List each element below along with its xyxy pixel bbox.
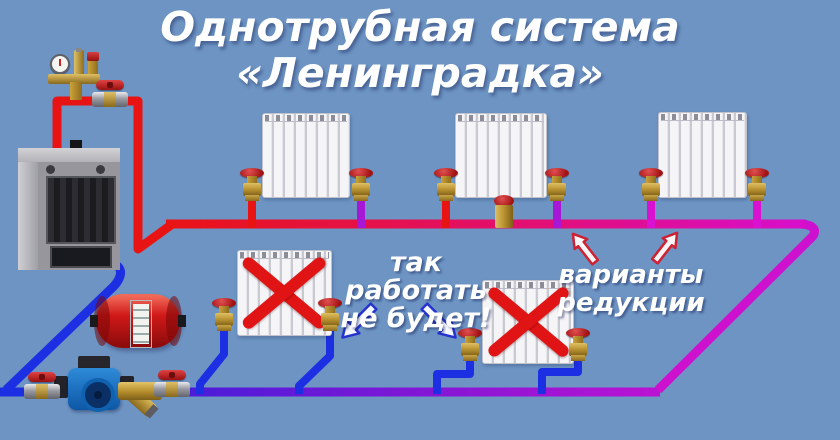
valve-lever-icon [28,372,56,382]
radiator-3-valve-right [744,168,770,202]
blue-arrow-icon [341,302,378,339]
boiler-cap-icon [96,165,105,174]
wrong-pipe-radB-left [433,360,474,394]
air-vent-icon [74,48,84,76]
return-ball-valve-2 [154,370,190,400]
radiator-wrong-b-valve-left [457,328,483,362]
radiator-2-valve-right [544,168,570,202]
radiator-1-valve-right [348,168,374,202]
radiator-wrong-a [237,250,332,336]
red-arrow-icon [571,232,600,266]
note-reduction-options: варианты редукции [557,260,705,318]
valve-knob-icon [494,195,514,207]
radiator-3-valve-left [638,168,664,202]
radiator-2-valve-left [433,168,459,202]
solid-fuel-boiler [18,140,120,270]
circulation-pump [54,352,134,412]
boiler-supply-pipe [52,96,174,254]
bypass-balancing-valve [489,195,519,231]
boiler-ash-hatch [50,246,112,268]
boiler-door [46,176,116,244]
supply-ball-valve [92,80,128,110]
tank-label [130,300,152,348]
valve-lever-icon [96,80,124,90]
radiator-2 [455,113,547,198]
red-arrow-icon [650,231,679,265]
radiator-wrong-a-valve-left [211,298,237,332]
title-line2: «Ленинградка» [236,49,604,97]
wrong-pipe-radA-right [295,330,334,394]
radiator-3 [658,112,747,198]
radiator-wrong-b [482,280,574,364]
y-strainer-filter [118,378,166,422]
radiator-wrong-a-valve-right [317,298,343,332]
radiator-1 [262,113,350,198]
pressure-gauge-icon [50,54,70,74]
wrong-pipe-radB-right [538,360,582,394]
title-line1: Однотрубная система [160,3,680,51]
radiator-1-valve-left [239,168,265,202]
expansion-tank [90,294,186,348]
wrong-pipe-radA-left [196,330,228,394]
pump-face-icon [81,378,115,412]
boiler-cap-icon [46,165,55,174]
valve-lever-icon [158,370,186,380]
boiler-safety-group [48,48,104,104]
relief-valve-icon [87,52,99,76]
diagram-title: Однотрубная система «Ленинградка» [0,4,840,96]
radiator-wrong-b-valve-right [565,328,591,362]
return-ball-valve-1 [24,372,60,402]
note-wont-work: так работать не будет! [340,247,492,334]
blue-arrow-icon [420,302,457,339]
